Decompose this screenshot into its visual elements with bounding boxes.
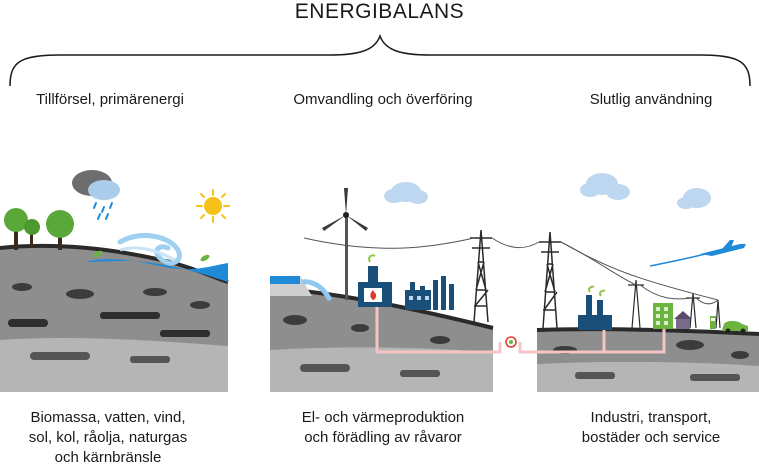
- power-plant-icon: [358, 255, 392, 307]
- caption-line: sol, kol, råolja, naturgas: [0, 428, 228, 448]
- caption-line: Biomassa, vatten, vind,: [0, 408, 228, 428]
- cloud-icon: [384, 182, 428, 204]
- house-icon: [674, 311, 692, 329]
- caption-supply: Biomassa, vatten, vind, sol, kol, råolja…: [0, 408, 228, 468]
- caption-line: bostäder och service: [531, 428, 759, 448]
- pipe-valve-icon: [506, 337, 516, 347]
- airplane-icon: [650, 240, 746, 266]
- apartment-building-icon: [653, 303, 673, 329]
- power-pylon-icon: [539, 232, 561, 328]
- factory-icon: [578, 287, 612, 330]
- tree-icon: [4, 208, 74, 250]
- caption-line: och kärnbränsle: [0, 448, 228, 468]
- supply-scene: [0, 170, 229, 392]
- caption-line: Industri, transport,: [531, 408, 759, 428]
- rain-cloud-icon: [72, 170, 120, 219]
- caption-conversion: El- och värmeproduktion och förädling av…: [263, 408, 503, 448]
- sun-icon: [197, 190, 229, 222]
- refinery-icon: [405, 276, 454, 310]
- power-pylon-icon: [470, 230, 492, 322]
- ev-charger-icon: [710, 316, 716, 329]
- caption-line: och förädling av råvaror: [263, 428, 503, 448]
- caption-end-use: Industri, transport, bostäder och servic…: [531, 408, 759, 448]
- end-use-scene: [537, 173, 759, 392]
- cloud-icon: [580, 173, 711, 209]
- conversion-scene: [270, 182, 493, 392]
- caption-line: El- och värmeproduktion: [263, 408, 503, 428]
- energy-flow-illustration: [0, 0, 759, 400]
